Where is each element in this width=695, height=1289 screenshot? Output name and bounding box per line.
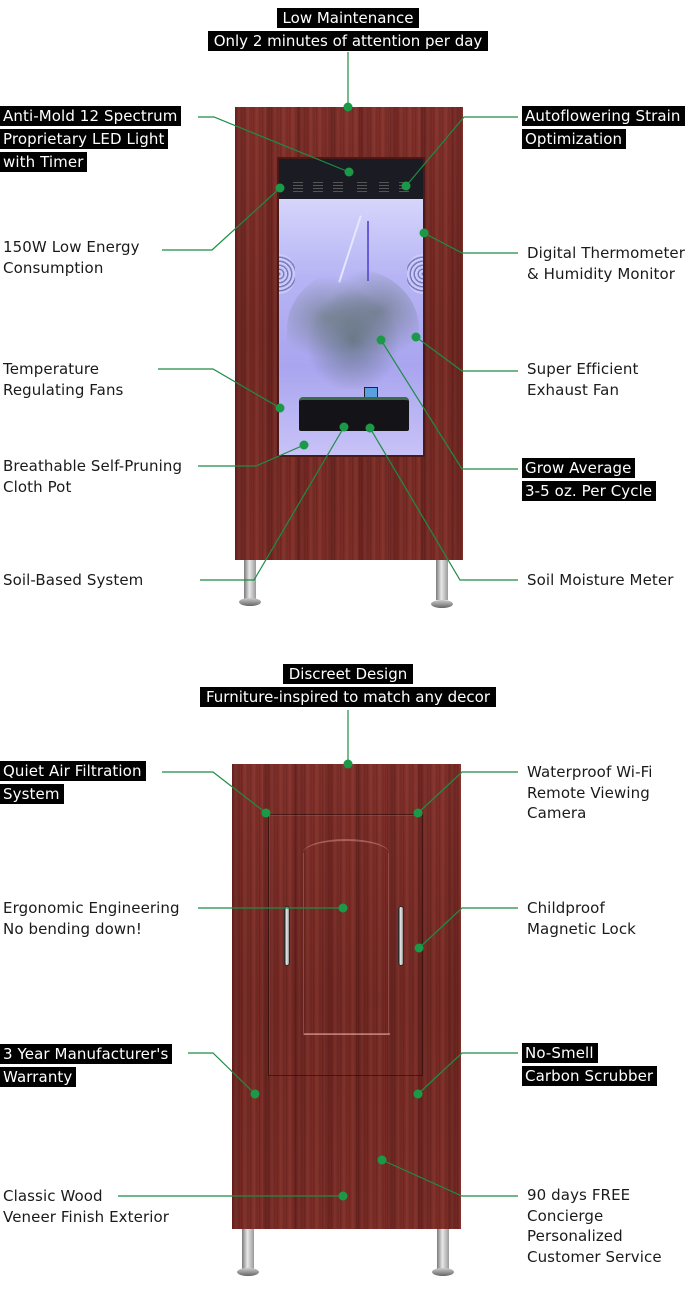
bottom-section-header: Discreet Design Furniture-inspired to ma… bbox=[180, 664, 516, 710]
cabinet1-left-leg bbox=[244, 560, 256, 600]
callout-line: Soil-Based System bbox=[3, 571, 144, 589]
callout-line: Temperature bbox=[3, 360, 100, 378]
callout-line: Proprietary LED Light bbox=[0, 129, 169, 149]
callout-line: Warranty bbox=[0, 1067, 77, 1087]
callout-line: with Timer bbox=[0, 152, 88, 172]
callout-line: Soil Moisture Meter bbox=[527, 571, 674, 589]
right-fan-icon bbox=[407, 254, 423, 294]
callout-temperature-fans: Temperature Regulating Fans bbox=[3, 359, 123, 400]
cloth-pot bbox=[299, 397, 409, 431]
door-arch bbox=[303, 839, 389, 867]
callout-magnetic-lock: Childproof Magnetic Lock bbox=[527, 898, 636, 939]
callout-line: & Humidity Monitor bbox=[527, 264, 676, 283]
callout-line: Autoflowering Strain bbox=[522, 106, 685, 126]
callout-ergonomic: Ergonomic Engineering No bending down! bbox=[3, 898, 180, 939]
plant-foliage bbox=[287, 269, 419, 389]
callout-line: Quiet Air Filtration bbox=[0, 761, 146, 781]
callout-line: Childproof bbox=[527, 899, 605, 917]
callout-line: 3 Year Manufacturer's bbox=[0, 1044, 173, 1064]
cabinet1-right-foot bbox=[431, 600, 453, 608]
callout-concierge: 90 days FREE Concierge Personalized Cust… bbox=[527, 1185, 662, 1267]
top-header-title: Low Maintenance bbox=[276, 8, 420, 28]
callout-warranty: 3 Year Manufacturer's Warranty bbox=[0, 1044, 173, 1090]
callout-line: Remote Viewing bbox=[527, 783, 650, 802]
callout-line: Super Efficient bbox=[527, 360, 639, 378]
cabinet1-right-leg bbox=[436, 560, 448, 600]
left-fan-icon bbox=[279, 254, 295, 294]
grow-chamber-window bbox=[277, 157, 425, 457]
cabinet2-right-foot bbox=[432, 1268, 454, 1276]
callout-soil-moisture-meter: Soil Moisture Meter bbox=[527, 570, 673, 591]
led-light-panel bbox=[279, 159, 423, 199]
right-door-handle bbox=[398, 906, 404, 966]
callout-line: Regulating Fans bbox=[3, 380, 124, 399]
callout-carbon-scrubber: No-Smell Carbon Scrubber bbox=[522, 1043, 658, 1089]
callout-line: Exhaust Fan bbox=[527, 380, 620, 399]
callout-150w-energy: 150W Low Energy Consumption bbox=[3, 237, 140, 278]
panel-bottom-edge bbox=[304, 1033, 390, 1035]
callout-line: Cloth Pot bbox=[3, 477, 72, 496]
callout-line: Carbon Scrubber bbox=[522, 1066, 658, 1086]
callout-line: Personalized bbox=[527, 1227, 623, 1245]
callout-line: Consumption bbox=[3, 258, 104, 277]
grow-cabinet-open-image bbox=[235, 107, 463, 560]
callout-line: Concierge bbox=[527, 1206, 604, 1225]
callout-line: Waterproof Wi-Fi bbox=[527, 763, 653, 781]
callout-line: Veneer Finish Exterior bbox=[3, 1207, 170, 1226]
callout-line: No-Smell bbox=[522, 1043, 598, 1063]
callout-grow-average: Grow Average 3-5 oz. Per Cycle bbox=[522, 458, 657, 504]
left-door-handle bbox=[284, 906, 290, 966]
top-header-subtitle: Only 2 minutes of attention per day bbox=[207, 31, 489, 51]
cabinet2-left-leg bbox=[242, 1229, 254, 1271]
callout-line: 90 days FREE bbox=[527, 1186, 631, 1204]
callout-cloth-pot: Breathable Self-Pruning Cloth Pot bbox=[3, 456, 182, 497]
callout-soil-based: Soil-Based System bbox=[3, 570, 143, 591]
top-section-header: Low Maintenance Only 2 minutes of attent… bbox=[190, 8, 506, 54]
callout-exhaust-fan: Super Efficient Exhaust Fan bbox=[527, 359, 638, 400]
callout-line: Classic Wood bbox=[3, 1187, 103, 1205]
callout-wifi-camera: Waterproof Wi-Fi Remote Viewing Camera bbox=[527, 762, 653, 824]
callout-line: Grow Average bbox=[522, 458, 636, 478]
callout-wood-veneer: Classic Wood Veneer Finish Exterior bbox=[3, 1186, 169, 1227]
cabinet2-right-leg bbox=[437, 1229, 449, 1271]
callout-line: Ergonomic Engineering bbox=[3, 899, 180, 917]
callout-line: Customer Service bbox=[527, 1247, 662, 1266]
callout-line: 3-5 oz. Per Cycle bbox=[522, 481, 657, 501]
callout-line: Digital Thermometer bbox=[527, 244, 686, 262]
callout-line: Breathable Self-Pruning bbox=[3, 457, 183, 475]
door-raised-panel bbox=[303, 839, 390, 1035]
callout-line: 150W Low Energy bbox=[3, 238, 140, 256]
grow-cabinet-closed-image bbox=[232, 764, 461, 1229]
cabinet1-left-foot bbox=[239, 598, 261, 606]
callout-autoflowering: Autoflowering Strain Optimization bbox=[522, 106, 685, 152]
callout-thermometer: Digital Thermometer & Humidity Monitor bbox=[527, 243, 685, 284]
callout-line: Magnetic Lock bbox=[527, 919, 636, 938]
callout-line: Anti-Mold 12 Spectrum bbox=[0, 106, 182, 126]
callout-line: Optimization bbox=[522, 129, 627, 149]
callout-line: Camera bbox=[527, 804, 587, 822]
callout-air-filtration: Quiet Air Filtration System bbox=[0, 761, 146, 807]
cabinet2-left-foot bbox=[237, 1268, 259, 1276]
bottom-header-title: Discreet Design bbox=[282, 664, 414, 684]
callout-line: System bbox=[0, 784, 64, 804]
callout-line: No bending down! bbox=[3, 919, 142, 938]
callout-anti-mold-led: Anti-Mold 12 Spectrum Proprietary LED Li… bbox=[0, 106, 182, 175]
bottom-header-subtitle: Furniture-inspired to match any decor bbox=[199, 687, 496, 707]
